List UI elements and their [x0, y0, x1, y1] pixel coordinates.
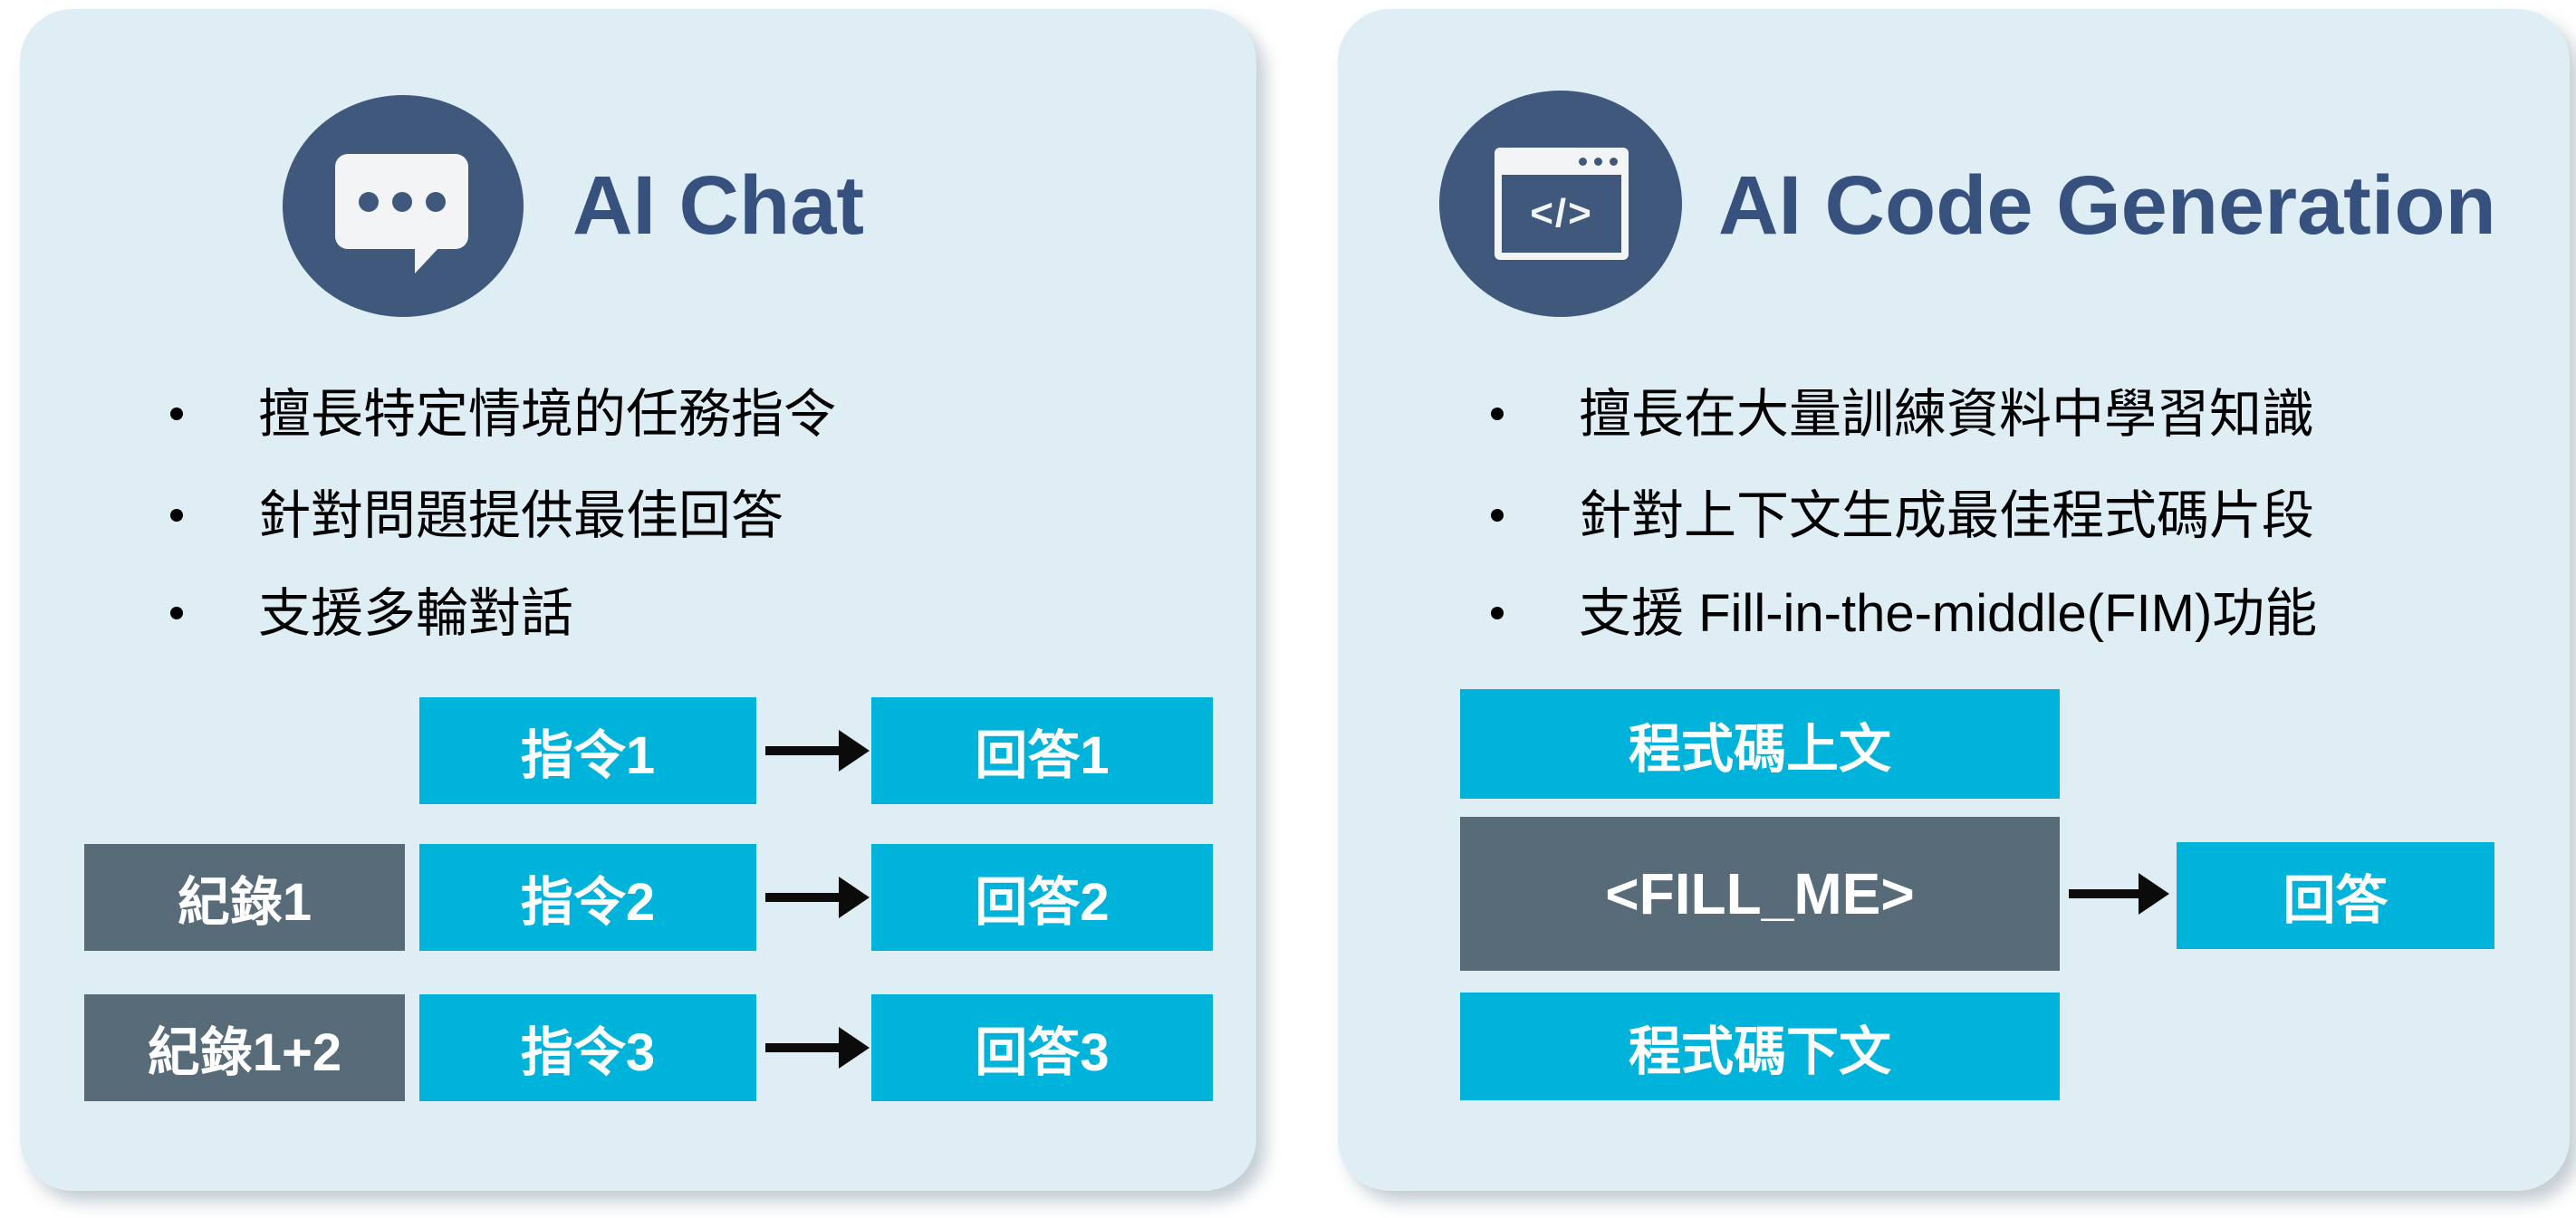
window-dot-icon [1579, 157, 1587, 166]
window-dot-icon [1610, 157, 1618, 166]
code-answer-box: 回答 [2177, 842, 2494, 949]
chat-dot-icon [391, 191, 412, 212]
chat-bullet-3-text: 支援多輪對話 [258, 584, 574, 643]
arrow-icon [2069, 873, 2169, 915]
chat-dot-icon [358, 191, 379, 212]
code-window-icon: </> [1439, 91, 1682, 317]
bullet-dot-icon [170, 607, 183, 619]
chat-bubble-shape [335, 154, 468, 249]
code-prefix-box: 程式碼上文 [1460, 689, 2060, 799]
ai-code-generation-title: AI Code Generation [1718, 159, 2496, 252]
bullet-dot-icon [1491, 509, 1504, 522]
chat-bubble-tail [415, 246, 440, 273]
instruction-2-box: 指令2 [419, 844, 756, 951]
arrow-icon [765, 877, 870, 918]
instruction-3-box: 指令3 [419, 994, 756, 1101]
history-1-box: 紀錄1 [84, 844, 405, 951]
answer-2-box: 回答2 [871, 844, 1213, 951]
code-window-titlebar [1495, 148, 1629, 175]
chat-dot-icon [425, 191, 446, 212]
bullet-dot-icon [1491, 408, 1504, 420]
ai-code-generation-panel: </> AI Code Generation 擅長在大量訓練資料中學習知識 針對… [1338, 9, 2570, 1191]
window-dot-icon [1594, 157, 1602, 166]
arrow-icon [765, 1027, 870, 1069]
code-bullet-2-text: 針對上下文生成最佳程式碼片段 [1579, 486, 2315, 545]
code-window-shape: </> [1495, 148, 1629, 260]
ai-chat-panel: AI Chat 擅長特定情境的任務指令 針對問題提供最佳回答 支援多輪對話 指令… [20, 9, 1256, 1191]
bullet-dot-icon [1491, 607, 1504, 619]
code-bullet-3-text: 支援 Fill-in-the-middle(FIM)功能 [1579, 584, 2318, 643]
answer-1-box: 回答1 [871, 697, 1213, 804]
code-bullet-1-text: 擅長在大量訓練資料中學習知識 [1579, 385, 2315, 444]
ai-chat-title: AI Chat [572, 159, 864, 252]
chat-dots [335, 154, 468, 249]
bullet-dot-icon [170, 509, 183, 522]
chat-bullet-2-text: 針對問題提供最佳回答 [258, 486, 784, 545]
answer-3-box: 回答3 [871, 994, 1213, 1101]
history-1-2-box: 紀錄1+2 [84, 994, 405, 1101]
instruction-1-box: 指令1 [419, 697, 756, 804]
code-glyph: </> [1502, 175, 1621, 253]
chat-bullet-1-text: 擅長特定情境的任務指令 [258, 385, 837, 444]
code-suffix-box: 程式碼下文 [1460, 993, 2060, 1100]
arrow-icon [765, 730, 870, 772]
fill-me-box: <FILL_ME> [1460, 817, 2060, 971]
bullet-dot-icon [170, 408, 183, 420]
chat-bubble-icon [283, 95, 524, 317]
